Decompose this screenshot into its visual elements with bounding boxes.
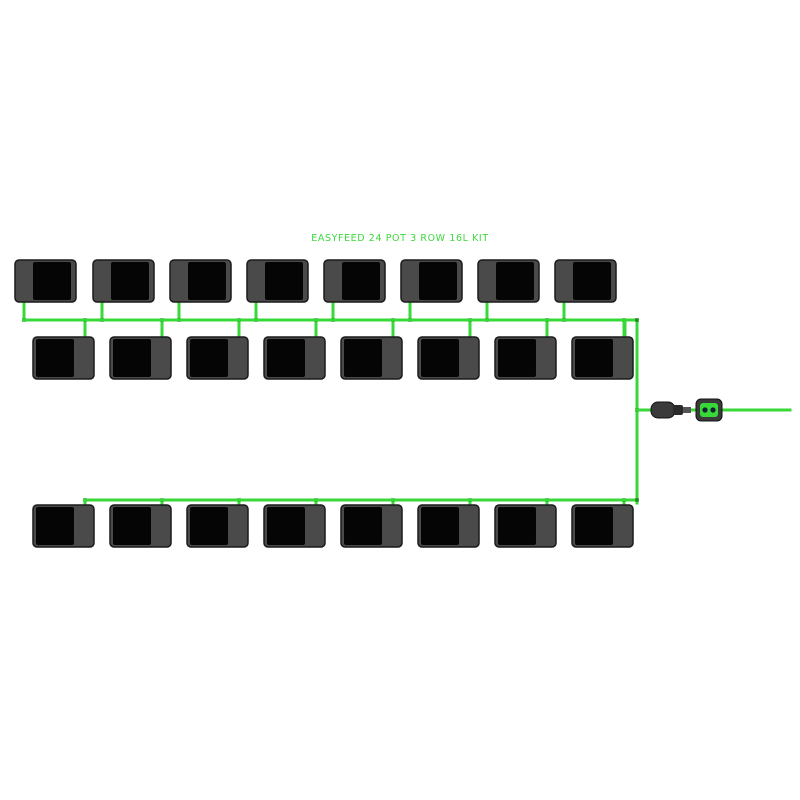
- pot-row3-4: [263, 504, 326, 548]
- kit-title: EASYFEED 24 POT 3 ROW 16L KIT: [311, 233, 489, 244]
- pot-row2-2: [109, 336, 172, 380]
- pot-reservoir: [344, 339, 382, 377]
- pot-reservoir: [36, 339, 74, 377]
- coupling-body: [650, 401, 676, 419]
- pot-reservoir: [421, 339, 459, 377]
- pot-row1-4: [246, 259, 309, 303]
- hose-coupling-icon: [650, 401, 691, 419]
- pot-row1-1: [14, 259, 77, 303]
- pot-row1-8: [554, 259, 617, 303]
- pot-row1-3: [169, 259, 232, 303]
- pot-row3-6: [417, 504, 480, 548]
- pot-row2-4: [263, 336, 326, 380]
- pot-row3-1: [32, 504, 95, 548]
- pot-reservoir: [267, 339, 305, 377]
- pot-row2-8: [571, 336, 634, 380]
- pot-reservoir: [344, 507, 382, 545]
- float-valve-icon: [695, 398, 723, 422]
- pot-reservoir: [33, 262, 71, 300]
- valve-window: [700, 403, 718, 417]
- pot-reservoir: [36, 507, 74, 545]
- pot-row2-6: [417, 336, 480, 380]
- pot-reservoir: [190, 507, 228, 545]
- pot-row3-8: [571, 504, 634, 548]
- pot-row3-7: [494, 504, 557, 548]
- pot-reservoir: [498, 507, 536, 545]
- hose-tee: [635, 318, 639, 322]
- pot-reservoir: [265, 262, 303, 300]
- pot-reservoir: [342, 262, 380, 300]
- pot-reservoir: [267, 507, 305, 545]
- pot-row2-7: [494, 336, 557, 380]
- pot-row1-2: [92, 259, 155, 303]
- pot-reservoir: [188, 262, 226, 300]
- valve-port: [710, 407, 716, 413]
- hose-tee: [635, 498, 639, 502]
- pot-row2-1: [32, 336, 95, 380]
- pot-row2-5: [340, 336, 403, 380]
- coupling-nut: [673, 405, 683, 415]
- pot-reservoir: [419, 262, 457, 300]
- pot-row3-5: [340, 504, 403, 548]
- pot-reservoir: [575, 339, 613, 377]
- pot-reservoir: [113, 507, 151, 545]
- pot-reservoir: [575, 507, 613, 545]
- pot-reservoir: [496, 262, 534, 300]
- pot-reservoir: [498, 339, 536, 377]
- valve-port: [702, 407, 708, 413]
- pot-row1-5: [323, 259, 386, 303]
- pot-row2-3: [186, 336, 249, 380]
- pot-reservoir: [113, 339, 151, 377]
- fittings: [650, 398, 723, 422]
- pot-row1-7: [477, 259, 540, 303]
- pot-row3-2: [109, 504, 172, 548]
- pot-grid: [14, 259, 634, 548]
- coupling-stem: [683, 407, 691, 413]
- pot-reservoir: [421, 507, 459, 545]
- pot-row1-6: [400, 259, 463, 303]
- pot-row3-3: [186, 504, 249, 548]
- pot-reservoir: [573, 262, 611, 300]
- pot-reservoir: [111, 262, 149, 300]
- pot-reservoir: [190, 339, 228, 377]
